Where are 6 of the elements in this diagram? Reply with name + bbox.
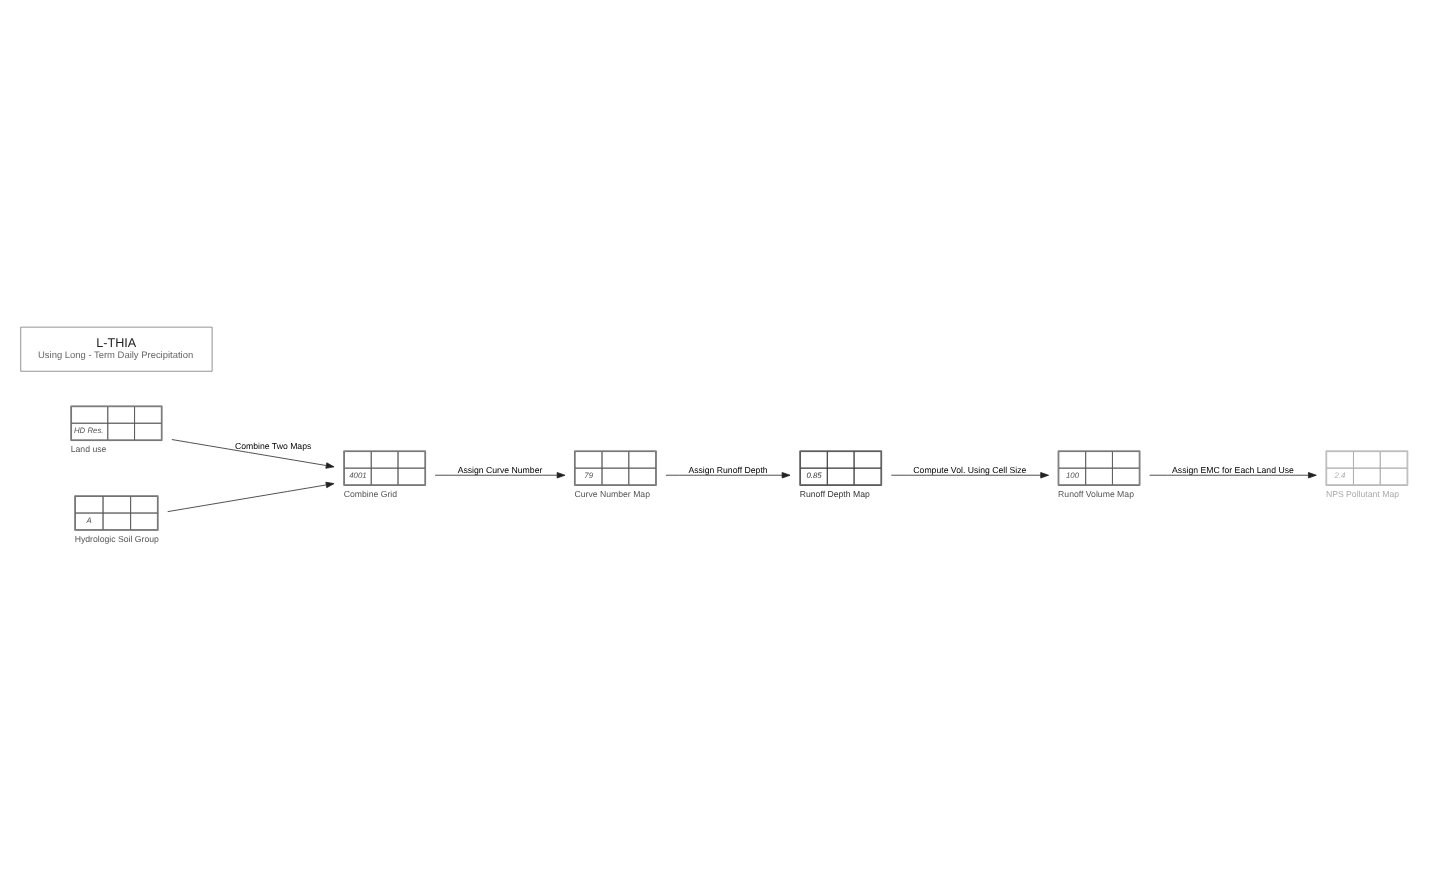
arrow [890, 471, 1049, 478]
arrow [171, 438, 335, 468]
arrow [167, 480, 335, 512]
arrow [665, 471, 791, 478]
arrow [434, 471, 566, 478]
arrow [1149, 471, 1317, 478]
